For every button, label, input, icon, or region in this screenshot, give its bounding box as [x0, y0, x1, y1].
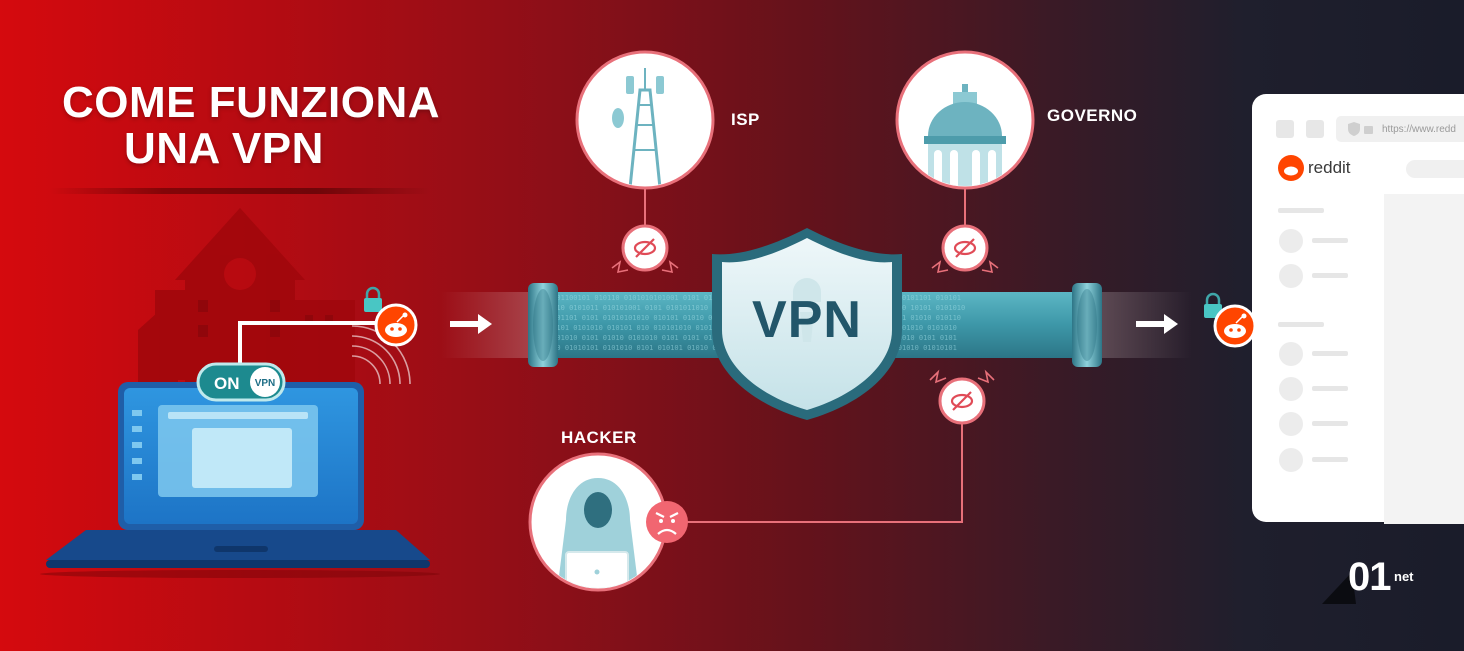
angry-face-icon	[646, 501, 688, 543]
government-dome-icon	[924, 84, 1006, 186]
vpn-shield-label: VPN	[752, 291, 862, 349]
logo-net: net	[1394, 569, 1414, 584]
laptop	[40, 382, 440, 578]
cell-tower-icon	[612, 68, 664, 186]
reddit-icon	[374, 303, 418, 347]
address-bar	[1336, 116, 1464, 142]
isp-circle	[575, 50, 715, 190]
label-governo: GOVERNO	[1047, 106, 1138, 125]
toggle-on-label: ON	[214, 374, 240, 393]
vpn-toggle-switch[interactable]	[196, 362, 286, 402]
label-isp: ISP	[731, 110, 760, 129]
reddit-icon	[1213, 304, 1257, 348]
browser-url: https://www.redd	[1382, 124, 1456, 135]
arrow-right-icon	[450, 314, 492, 334]
logo-accent	[1322, 572, 1356, 604]
city-silhouette	[138, 208, 355, 390]
title-line-1: COME FUNZIONA	[62, 78, 441, 127]
eye-slash-icon	[611, 224, 679, 274]
shield-icon	[712, 228, 902, 420]
title-line-2: UNA VPN	[124, 124, 324, 173]
browser-brand: reddit	[1308, 158, 1351, 177]
toggle-vpn-badge: VPN	[254, 378, 276, 389]
eye-slash-icon	[931, 224, 999, 274]
hacker-icon	[556, 478, 640, 588]
page-title: COME FUNZIONA UNA VPN	[62, 80, 440, 172]
label-hacker: HACKER	[561, 428, 637, 447]
city-windows	[198, 300, 333, 337]
title-underline	[50, 188, 430, 194]
browser-window	[1252, 94, 1464, 524]
connection-line	[238, 321, 378, 370]
eye-slash-icon	[929, 369, 995, 425]
arrow-right-icon	[1136, 314, 1178, 334]
padlock-icon	[364, 286, 382, 312]
logo-01: 01	[1348, 555, 1391, 599]
